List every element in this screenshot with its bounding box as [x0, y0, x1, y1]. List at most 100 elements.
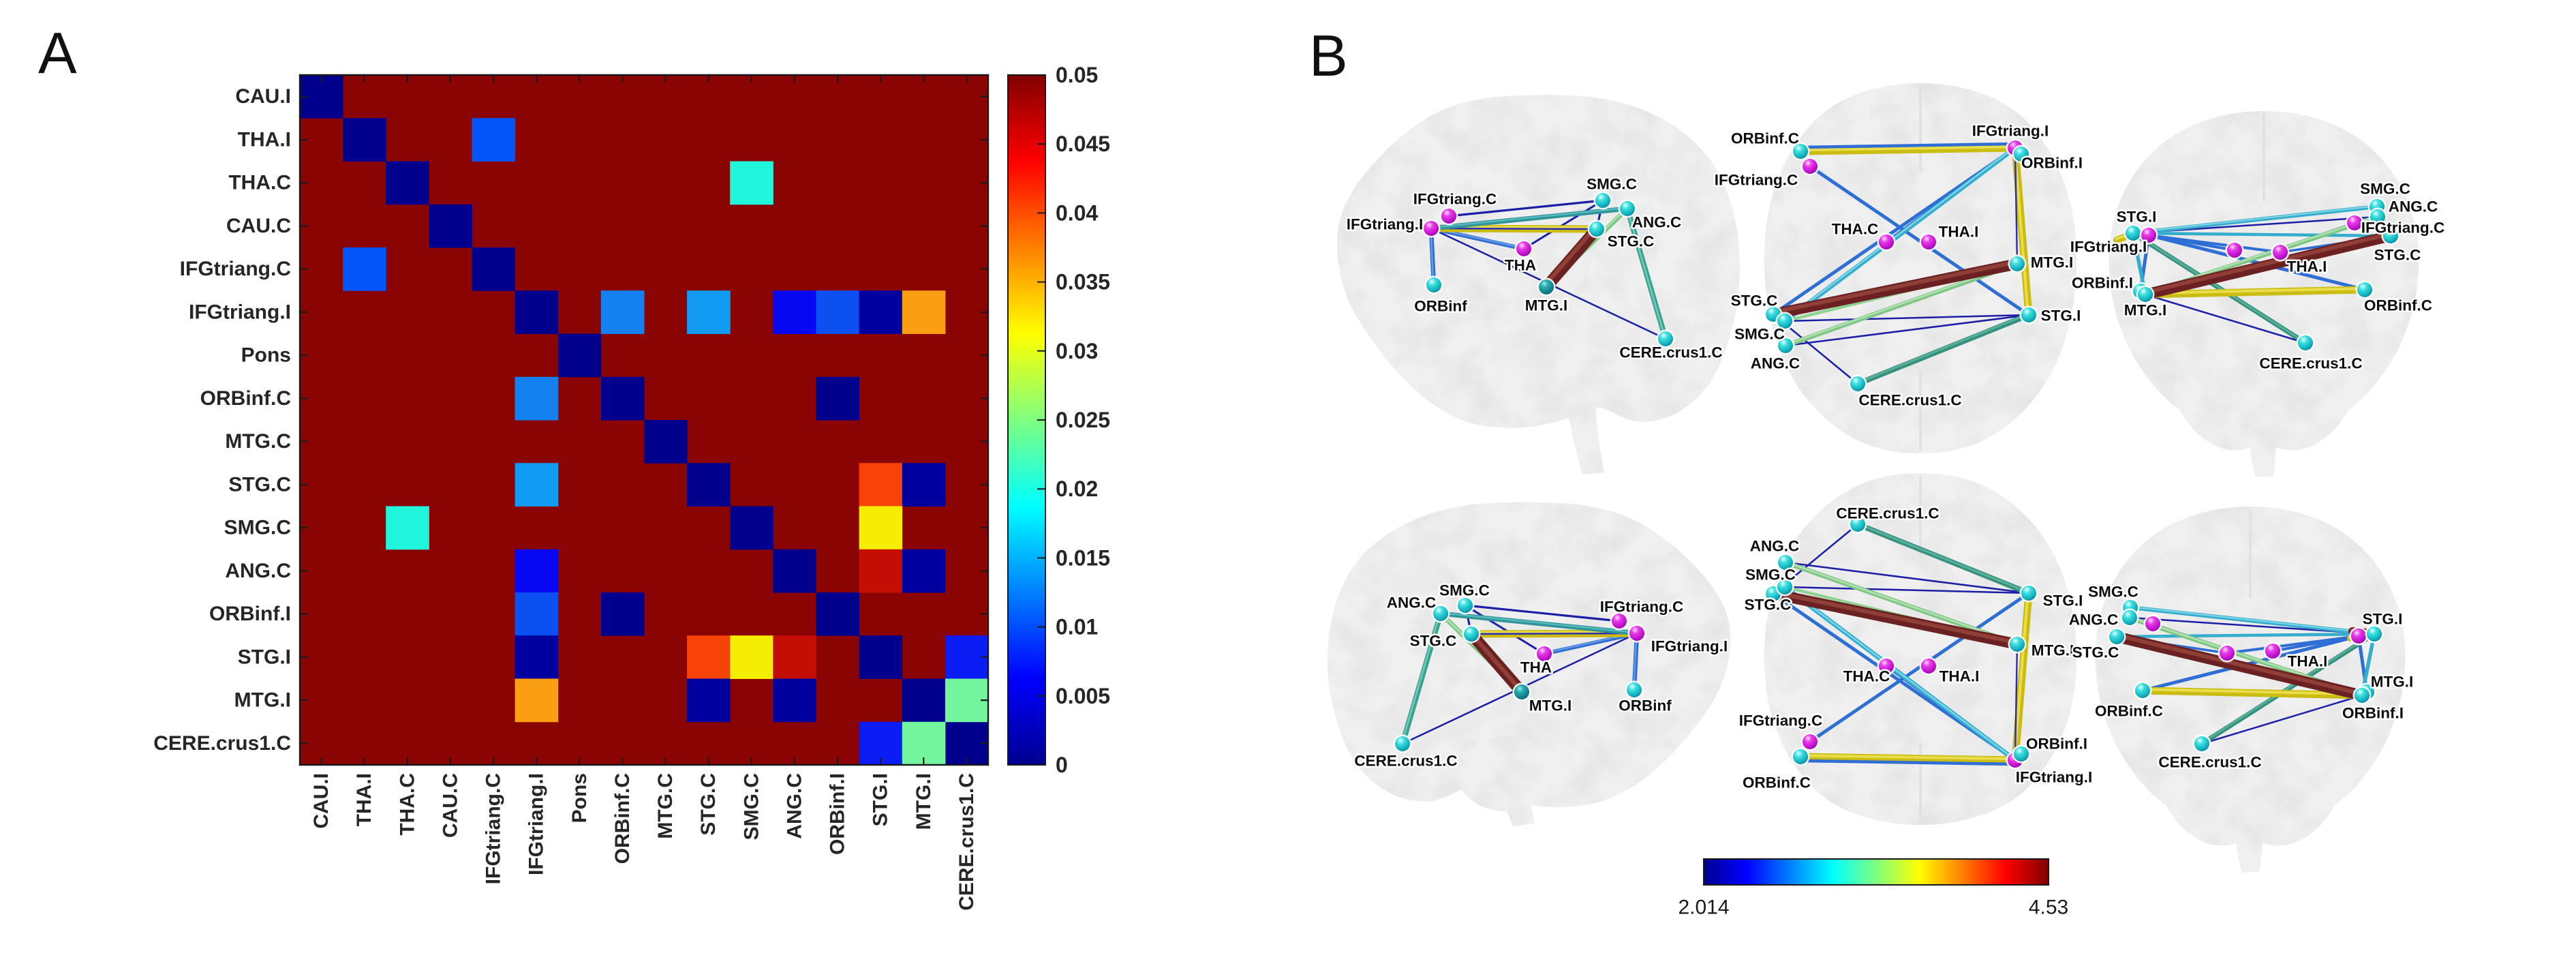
svg-text:MTG.I: MTG.I: [2371, 674, 2414, 691]
svg-text:0.05: 0.05: [1056, 63, 1098, 87]
svg-text:IFGtriang.C: IFGtriang.C: [1600, 599, 1684, 616]
svg-text:ORBinf.I: ORBinf.I: [2026, 736, 2087, 753]
svg-text:MTG.I: MTG.I: [2031, 642, 2074, 659]
svg-text:MTG.C: MTG.C: [225, 430, 291, 453]
svg-text:CAU.I: CAU.I: [235, 85, 291, 108]
svg-text:IFGtriang.C: IFGtriang.C: [482, 773, 505, 884]
svg-text:ORBinf.C: ORBinf.C: [2095, 703, 2163, 720]
svg-text:0.03: 0.03: [1056, 339, 1098, 363]
svg-text:IFGtriang.C: IFGtriang.C: [180, 258, 291, 280]
svg-text:CERE.crus1.C: CERE.crus1.C: [2158, 754, 2261, 771]
svg-text:A: A: [38, 21, 77, 86]
svg-text:CERE.crus1.C: CERE.crus1.C: [1354, 753, 1457, 770]
svg-text:ORBinf.C: ORBinf.C: [1731, 130, 1799, 147]
svg-text:SMG.C: SMG.C: [1745, 567, 1796, 584]
svg-text:0.025: 0.025: [1056, 408, 1110, 432]
svg-text:CERE.crus1.C: CERE.crus1.C: [955, 773, 978, 911]
svg-text:Pons: Pons: [568, 773, 591, 823]
svg-text:STG.C: STG.C: [1731, 292, 1778, 310]
svg-text:MTG.I: MTG.I: [913, 773, 935, 830]
svg-text:IFGtriang.C: IFGtriang.C: [1413, 191, 1497, 208]
svg-text:B: B: [1309, 24, 1348, 89]
svg-text:ORBinf.C: ORBinf.C: [1743, 774, 1811, 791]
svg-text:ANG.C: ANG.C: [1751, 355, 1800, 372]
svg-text:ORBinf: ORBinf: [1619, 697, 1672, 714]
svg-text:IFGtriang.I: IFGtriang.I: [1347, 216, 1424, 233]
svg-text:STG.C: STG.C: [1608, 233, 1655, 250]
svg-text:IFGtriang.I: IFGtriang.I: [189, 301, 291, 323]
svg-text:STG.I: STG.I: [238, 646, 291, 668]
svg-text:STG.C: STG.C: [2072, 644, 2119, 661]
svg-text:THA.C: THA.C: [1843, 668, 1890, 685]
svg-text:THA.C: THA.C: [396, 773, 418, 836]
svg-text:ORBinf.C: ORBinf.C: [200, 387, 291, 410]
svg-text:STG.C: STG.C: [2374, 247, 2421, 264]
svg-text:4.53: 4.53: [2029, 896, 2068, 919]
svg-text:STG.I: STG.I: [2117, 209, 2157, 226]
svg-text:0.045: 0.045: [1056, 132, 1110, 156]
svg-text:ANG.C: ANG.C: [783, 773, 806, 839]
svg-text:0.04: 0.04: [1056, 200, 1098, 225]
svg-text:THA.I: THA.I: [2287, 258, 2327, 275]
svg-text:SMG.C: SMG.C: [740, 773, 763, 840]
svg-text:0.005: 0.005: [1056, 684, 1110, 708]
svg-text:MTG.I: MTG.I: [2031, 254, 2074, 271]
svg-text:THA.C: THA.C: [1832, 221, 1879, 238]
svg-text:ANG.C: ANG.C: [2389, 198, 2438, 215]
svg-text:MTG.I: MTG.I: [234, 689, 291, 712]
svg-text:STG.C: STG.C: [697, 773, 720, 836]
svg-text:STG.C: STG.C: [1745, 597, 1792, 614]
svg-text:CERE.crus1.C: CERE.crus1.C: [2259, 355, 2362, 372]
svg-text:STG.C: STG.C: [1410, 633, 1457, 650]
svg-text:CERE.crus1.C: CERE.crus1.C: [1836, 505, 1939, 522]
svg-text:SMG.C: SMG.C: [2088, 584, 2138, 601]
svg-text:ORBinf.C: ORBinf.C: [611, 773, 634, 864]
svg-text:MTG.I: MTG.I: [2124, 302, 2167, 319]
svg-text:MTG.C: MTG.C: [654, 773, 677, 839]
svg-text:0.02: 0.02: [1056, 477, 1098, 501]
svg-text:THA.I: THA.I: [353, 773, 375, 826]
svg-text:STG.I: STG.I: [2363, 611, 2403, 628]
svg-text:0.015: 0.015: [1056, 545, 1110, 570]
svg-text:ANG.C: ANG.C: [225, 560, 291, 582]
svg-text:IFGtriang.C: IFGtriang.C: [1739, 712, 1823, 729]
svg-text:IFGtriang.I: IFGtriang.I: [1651, 638, 1728, 655]
svg-text:ANG.C: ANG.C: [1632, 214, 1682, 231]
svg-text:ORBinf.I: ORBinf.I: [827, 773, 849, 855]
svg-text:IFGtriang.I: IFGtriang.I: [525, 773, 548, 875]
svg-text:IFGtriang.I: IFGtriang.I: [2070, 239, 2147, 256]
svg-text:STG.I: STG.I: [2041, 307, 2081, 324]
svg-text:IFGtriang.C: IFGtriang.C: [1715, 172, 1798, 189]
svg-text:STG.C: STG.C: [228, 473, 291, 496]
svg-text:CERE.crus1.C: CERE.crus1.C: [153, 732, 291, 755]
svg-text:SMG.C: SMG.C: [1586, 176, 1637, 193]
svg-text:CAU.C: CAU.C: [439, 773, 461, 838]
svg-text:ORBinf.I: ORBinf.I: [2342, 705, 2404, 722]
svg-text:ORBinf.C: ORBinf.C: [2364, 297, 2432, 314]
svg-text:THA: THA: [1520, 659, 1552, 676]
svg-text:IFGtriang.I: IFGtriang.I: [2016, 769, 2093, 786]
svg-text:THA.C: THA.C: [228, 172, 291, 194]
svg-text:ANG.C: ANG.C: [1387, 594, 1437, 612]
svg-text:Pons: Pons: [241, 344, 291, 367]
svg-text:THA.I: THA.I: [1939, 224, 1979, 241]
svg-text:2.014: 2.014: [1678, 896, 1729, 919]
svg-text:IFGtriang.C: IFGtriang.C: [2361, 220, 2445, 237]
svg-text:ORBinf.I: ORBinf.I: [2072, 275, 2133, 292]
svg-text:CERE.crus1.C: CERE.crus1.C: [1619, 344, 1722, 361]
svg-text:ORBinf: ORBinf: [1414, 298, 1467, 315]
svg-text:ANG.C: ANG.C: [1750, 538, 1800, 555]
svg-text:0.035: 0.035: [1056, 270, 1110, 295]
svg-text:ANG.C: ANG.C: [2069, 612, 2119, 629]
svg-text:THA.I: THA.I: [1939, 668, 1980, 685]
svg-text:CAU.I: CAU.I: [310, 773, 333, 829]
svg-text:THA.I: THA.I: [238, 128, 291, 151]
svg-text:ORBinf.I: ORBinf.I: [209, 603, 291, 625]
svg-text:THA.I: THA.I: [2288, 653, 2328, 670]
svg-text:SMG.C: SMG.C: [1439, 582, 1490, 599]
svg-text:MTG.I: MTG.I: [1529, 697, 1572, 714]
svg-text:SMG.C: SMG.C: [1734, 326, 1785, 343]
svg-text:THA: THA: [1505, 257, 1536, 274]
svg-text:MTG.I: MTG.I: [1525, 297, 1568, 314]
svg-text:STG.I: STG.I: [870, 773, 892, 826]
